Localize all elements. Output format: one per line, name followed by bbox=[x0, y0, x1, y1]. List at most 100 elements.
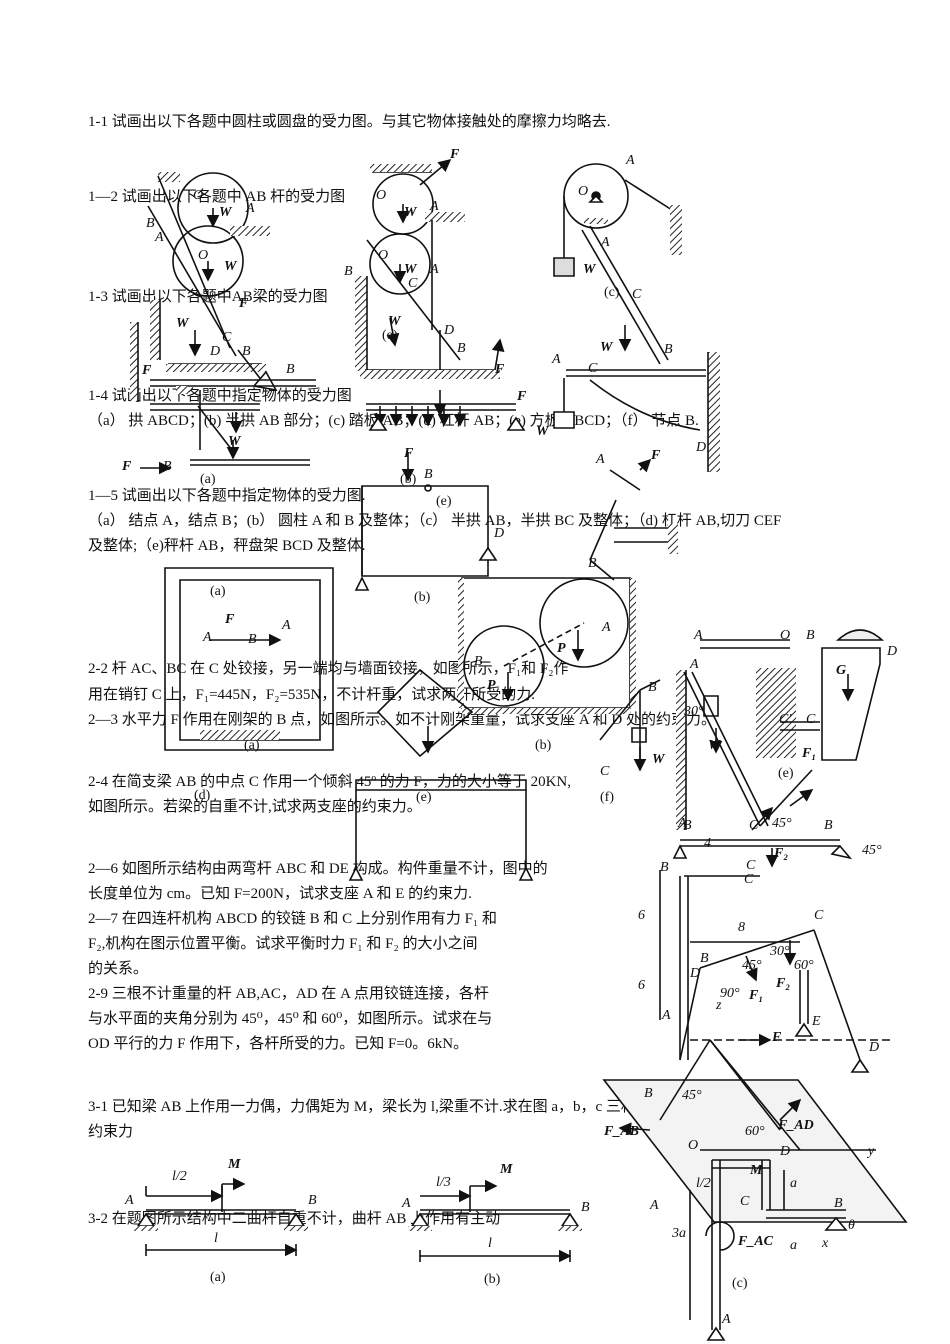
label-A: A bbox=[601, 235, 610, 250]
label-D: D bbox=[494, 526, 505, 541]
figure-2-6 bbox=[660, 870, 890, 1060]
label-8: 8 bbox=[738, 920, 745, 935]
label-W: W bbox=[388, 314, 401, 329]
label-B: B bbox=[660, 860, 669, 875]
figure-1-1a bbox=[130, 172, 276, 402]
label-FAB: F_AB bbox=[604, 1124, 640, 1139]
label-B: B bbox=[163, 459, 172, 474]
label-B: B bbox=[286, 362, 295, 377]
label-45: 45° bbox=[682, 1088, 702, 1103]
label-M: M bbox=[750, 1163, 763, 1178]
caption-b: (b) bbox=[484, 1272, 501, 1287]
label-C: C bbox=[746, 858, 756, 873]
label-O: O bbox=[376, 188, 387, 203]
label-O: O bbox=[378, 248, 389, 263]
label-G: G bbox=[836, 663, 847, 678]
label-F: F bbox=[122, 459, 132, 474]
label-30: 30° bbox=[684, 704, 704, 719]
label-30: 30° bbox=[770, 944, 790, 959]
label-F: F bbox=[651, 448, 661, 463]
label-45: 45° bbox=[862, 843, 882, 858]
figure-2-2 bbox=[700, 630, 882, 760]
label-A: A bbox=[282, 618, 291, 633]
figure-2-7 bbox=[680, 930, 868, 1072]
figure-1-1b bbox=[355, 158, 505, 417]
label-A: A bbox=[690, 657, 699, 672]
label-B: B bbox=[588, 556, 597, 571]
label-C: C bbox=[806, 712, 816, 727]
label-A: A bbox=[125, 1193, 134, 1208]
caption-c: (c) bbox=[604, 285, 620, 300]
label-A: A bbox=[402, 1196, 411, 1211]
label-A: A bbox=[155, 230, 164, 245]
label-W: W bbox=[708, 738, 721, 753]
label-B: B bbox=[457, 341, 466, 356]
label-F2: F₂ bbox=[774, 846, 789, 861]
label-A: A bbox=[722, 1312, 731, 1327]
label-O: O bbox=[193, 188, 204, 203]
label-B: B bbox=[648, 680, 657, 695]
problem-1-1: 1-1 试画出以下各题中圆柱或圆盘的受力图。与其它物体接触处的摩擦力均略去. bbox=[88, 114, 611, 130]
problem-1-5-items-cont: 及整体;（e)秤杆 AB，秤盘架 BCD 及整体. bbox=[88, 538, 366, 554]
label-A: A bbox=[602, 620, 611, 635]
label-O: O bbox=[578, 184, 589, 199]
label-B: B bbox=[824, 818, 833, 833]
label-A: A bbox=[650, 1198, 659, 1213]
label-C: C bbox=[408, 276, 418, 291]
problem-2-6-line1: 2—6 如图所示结构由两弯杆 ABC 和 DE 构成。构件重量不计，图中的 bbox=[88, 861, 548, 877]
label-A: A bbox=[552, 352, 561, 367]
label-W: W bbox=[404, 205, 417, 220]
caption-e: (e) bbox=[416, 790, 432, 805]
label-W: W bbox=[652, 752, 665, 767]
figure-1-5b bbox=[458, 578, 636, 714]
label-D: D bbox=[869, 1040, 880, 1055]
label-60: 60° bbox=[745, 1124, 765, 1139]
figure-3-1a bbox=[134, 1177, 308, 1257]
label-4: 4 bbox=[704, 836, 711, 851]
label-z: z bbox=[716, 998, 722, 1013]
label-B: B bbox=[664, 342, 673, 357]
label-A: A bbox=[662, 1008, 671, 1023]
label-B: B bbox=[248, 632, 257, 647]
label-W: W bbox=[219, 205, 232, 220]
problem-2-3: 2—3 水平力 F 作用在刚架的 B 点，如图所示。如不计刚架重量，试求支座 A… bbox=[88, 712, 716, 728]
label-FAC: F_AC bbox=[738, 1234, 774, 1249]
label-W: W bbox=[224, 259, 237, 274]
label-B: B bbox=[344, 264, 353, 279]
label-C: C bbox=[222, 330, 232, 345]
label-Cp: C' bbox=[779, 712, 792, 727]
label-A: A bbox=[430, 199, 439, 214]
problem-2-4-line2: 如图所示。若梁的自重不计,试求两支座的约束力。 bbox=[88, 799, 422, 815]
problem-2-4-line1: 2-4 在简支梁 AB 的中点 C 作用一个倾斜 45º 的力 F，力的大小等于… bbox=[88, 774, 571, 790]
label-B: B bbox=[474, 654, 483, 669]
label-B: B bbox=[834, 1196, 843, 1211]
label-B: B bbox=[424, 467, 433, 482]
label-theta: θ bbox=[848, 1218, 855, 1233]
label-F: F bbox=[450, 147, 460, 162]
caption-a: (a) bbox=[200, 472, 216, 487]
figure-2-3 bbox=[350, 670, 532, 880]
label-F: F bbox=[225, 612, 235, 627]
label-FAD: F_AD bbox=[778, 1118, 814, 1133]
label-B: B bbox=[806, 628, 815, 643]
figure-2-9 bbox=[604, 1040, 906, 1222]
label-A: A bbox=[596, 452, 605, 467]
caption-a: (a) bbox=[210, 1270, 226, 1285]
label-F: F bbox=[239, 296, 249, 311]
label-A: A bbox=[626, 153, 635, 168]
problem-3-1-line1: 3-1 已知梁 AB 上作用一力偶，力偶矩为 M，梁长为 l,梁重不计.求在图 … bbox=[88, 1099, 791, 1115]
label-F: F bbox=[772, 1030, 782, 1045]
caption-b: (b) bbox=[535, 738, 552, 753]
label-x: x bbox=[822, 1236, 829, 1251]
label-A: A bbox=[203, 630, 212, 645]
label-y: y bbox=[868, 1144, 875, 1159]
label-D: D bbox=[696, 440, 707, 455]
label-W: W bbox=[600, 340, 613, 355]
figure-1-3b bbox=[366, 404, 524, 482]
problem-2-2-line2: 用在销钉 C 上，F₁=445N，F₂=535N，不计杆重，试求两杆所受的力. bbox=[88, 687, 535, 703]
label-l2: l/2 bbox=[172, 1169, 187, 1184]
label-F1: F₁ bbox=[802, 746, 817, 761]
problem-2-6-line2: 长度单位为 cm。已知 F=200N，试求支座 A 和 E 的约束力. bbox=[88, 886, 472, 902]
label-P: P bbox=[557, 641, 566, 656]
